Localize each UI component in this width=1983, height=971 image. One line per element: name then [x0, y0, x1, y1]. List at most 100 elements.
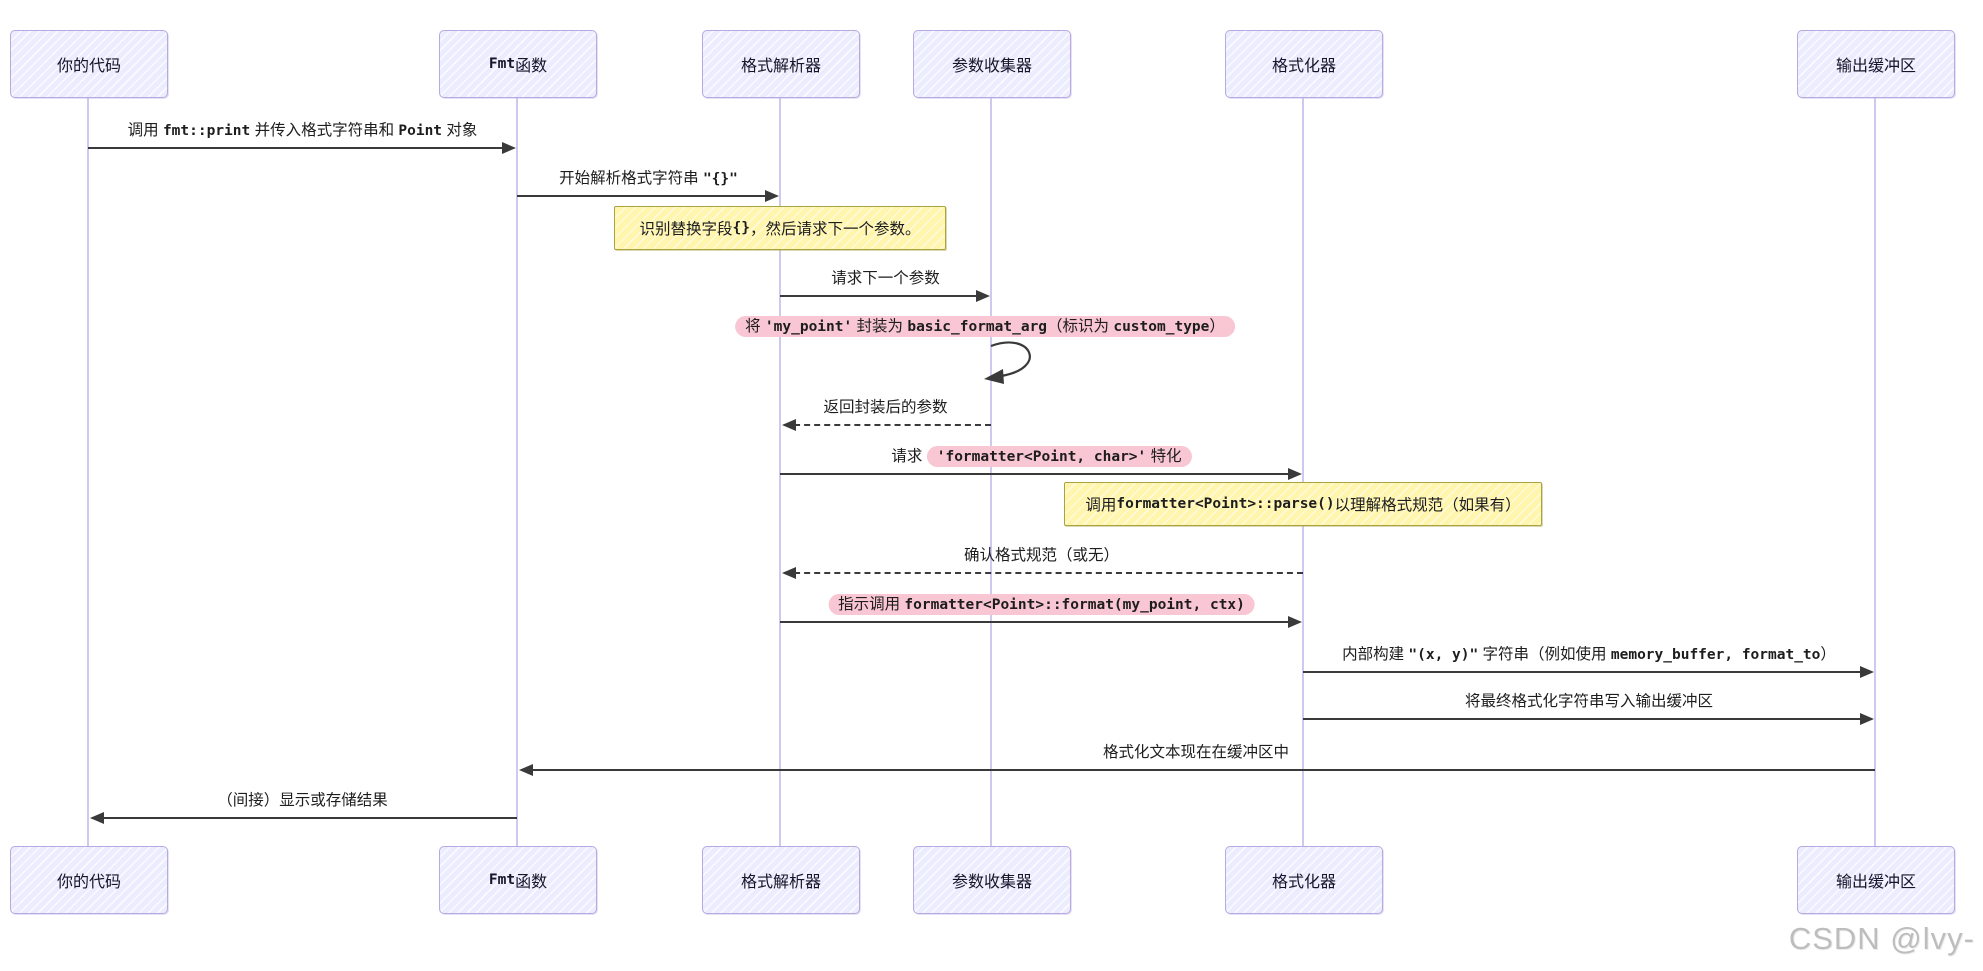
code-text: {}: [732, 220, 750, 236]
message-line-1: [517, 195, 776, 197]
message-line-3: [780, 295, 987, 297]
message-label-12: 格式化文本现在在缓冲区中: [1103, 742, 1289, 764]
code-text: memory_buffer, format_to: [1610, 647, 1821, 663]
actor-top-output-buffer: 输出缓冲区: [1797, 30, 1955, 98]
message-line-5: [784, 424, 991, 426]
arrowhead-left: [782, 567, 796, 579]
code-text: "{}": [702, 171, 738, 187]
code-text: Fmt: [488, 56, 516, 72]
actor-bottom-format-parser: 格式解析器: [702, 846, 860, 914]
label-text: 你的代码: [56, 874, 121, 891]
message-line-13: [92, 817, 517, 819]
message-label-13: （间接）显示或存储结果: [217, 790, 388, 812]
label-text: 请求: [891, 448, 927, 465]
arrowhead-right: [976, 290, 990, 302]
label-text: 将最终格式化字符串写入输出缓冲区: [1464, 693, 1714, 710]
message-line-6: [780, 473, 1299, 475]
highlight-pill: 'formatter<Point, char>' 特化: [926, 446, 1192, 467]
label-text: 将: [745, 318, 765, 335]
label-text: 请求下一个参数: [831, 270, 940, 287]
label-text: 封装为: [852, 318, 908, 335]
label-text: 输出缓冲区: [1835, 874, 1916, 891]
label-text: 以理解格式规范（如果有）: [1334, 497, 1521, 514]
code-text: Fmt: [488, 872, 516, 888]
actor-top-format-parser: 格式解析器: [702, 30, 860, 98]
label-text: 对象: [442, 122, 478, 139]
code-text: "(x, y)": [1408, 647, 1479, 663]
message-line-8: [784, 572, 1303, 574]
code-text: 'formatter<Point, char>': [936, 449, 1147, 465]
actor-top-arg-collector: 参数收集器: [913, 30, 1071, 98]
actor-bottom-your-code: 你的代码: [10, 846, 168, 914]
highlight-pill: 指示调用 formatter<Point>::format(my_point, …: [828, 594, 1255, 615]
label-text: 字符串（例如使用: [1478, 646, 1611, 663]
label-text: 特化: [1146, 448, 1182, 465]
label-text: 格式化器: [1271, 58, 1336, 75]
label-text: 输出缓冲区: [1835, 58, 1916, 75]
note-7: 调用 formatter<Point>::parse() 以理解格式规范（如果有…: [1064, 482, 1542, 526]
self-message-label: 将 'my_point' 封装为 basic_format_arg（标识为 cu…: [735, 316, 1235, 338]
lifeline-formatter: [1302, 96, 1304, 847]
message-label-0: 调用 fmt::print 并传入格式字符串和 Point 对象: [128, 120, 478, 142]
label-text: 调用: [1085, 497, 1117, 514]
label-text: 并传入格式字符串和: [250, 122, 399, 139]
message-label-9: 指示调用 formatter<Point>::format(my_point, …: [828, 594, 1255, 616]
arrowhead-right: [765, 190, 779, 202]
label-text: 内部构建: [1342, 646, 1409, 663]
arrowhead-right: [1860, 666, 1874, 678]
message-label-11: 将最终格式化字符串写入输出缓冲区: [1465, 691, 1713, 713]
label-text: 参数收集器: [951, 58, 1032, 75]
message-line-10: [1303, 671, 1871, 673]
actor-top-your-code: 你的代码: [10, 30, 168, 98]
message-line-11: [1303, 718, 1871, 720]
label-text: ，然后请求下一个参数。: [749, 221, 921, 238]
actor-bottom-output-buffer: 输出缓冲区: [1797, 846, 1955, 914]
message-line-12: [521, 769, 1875, 771]
arrowhead-left: [519, 764, 533, 776]
label-text: 格式解析器: [740, 58, 821, 75]
watermark: CSDN @lvy-: [1788, 921, 1975, 956]
message-label-1: 开始解析格式字符串 "{}": [559, 168, 738, 190]
label-text: 格式化文本现在在缓冲区中: [1102, 744, 1290, 761]
code-text: basic_format_arg: [907, 319, 1048, 335]
note-2: 识别替换字段 {}，然后请求下一个参数。: [614, 206, 946, 250]
self-loop-arrow: [977, 338, 1051, 391]
code-text: custom_type: [1113, 319, 1210, 335]
highlight-pill: 将 'my_point' 封装为 basic_format_arg（标识为 cu…: [735, 316, 1235, 337]
arrowhead-right: [1860, 713, 1874, 725]
message-line-0: [88, 147, 513, 149]
label-text: ）: [1209, 318, 1225, 335]
lifeline-output-buffer: [1874, 96, 1876, 847]
lifeline-format-parser: [779, 96, 781, 847]
code-text: 'my_point': [764, 319, 853, 335]
arrowhead-right: [1288, 468, 1302, 480]
actor-bottom-arg-collector: 参数收集器: [913, 846, 1071, 914]
arrowhead-left: [90, 812, 104, 824]
label-text: 确认格式规范（或无）: [963, 547, 1120, 564]
lifeline-arg-collector: [990, 96, 992, 847]
label-text: 调用: [127, 122, 163, 139]
label-text: 函数: [515, 58, 548, 75]
lifeline-fmt-function: [516, 96, 518, 847]
lifeline-your-code: [87, 96, 89, 847]
message-label-8: 确认格式规范（或无）: [964, 545, 1119, 567]
code-text: formatter<Point>::format(my_point, ctx): [904, 597, 1245, 613]
label-text: 格式解析器: [740, 874, 821, 891]
arrowhead-right: [1288, 616, 1302, 628]
label-text: 指示调用: [838, 596, 905, 613]
label-text: （标识为: [1047, 318, 1114, 335]
label-text: 函数: [515, 874, 548, 891]
label-text: 开始解析格式字符串: [559, 170, 703, 187]
code-text: Point: [398, 123, 443, 139]
arrowhead-left: [782, 419, 796, 431]
code-text: fmt::print: [162, 123, 251, 139]
label-text: 格式化器: [1271, 874, 1336, 891]
label-text: ）: [1820, 646, 1836, 663]
message-label-5: 返回封装后的参数: [823, 397, 947, 419]
actor-top-formatter: 格式化器: [1225, 30, 1383, 98]
label-text: 你的代码: [56, 58, 121, 75]
label-text: 参数收集器: [951, 874, 1032, 891]
